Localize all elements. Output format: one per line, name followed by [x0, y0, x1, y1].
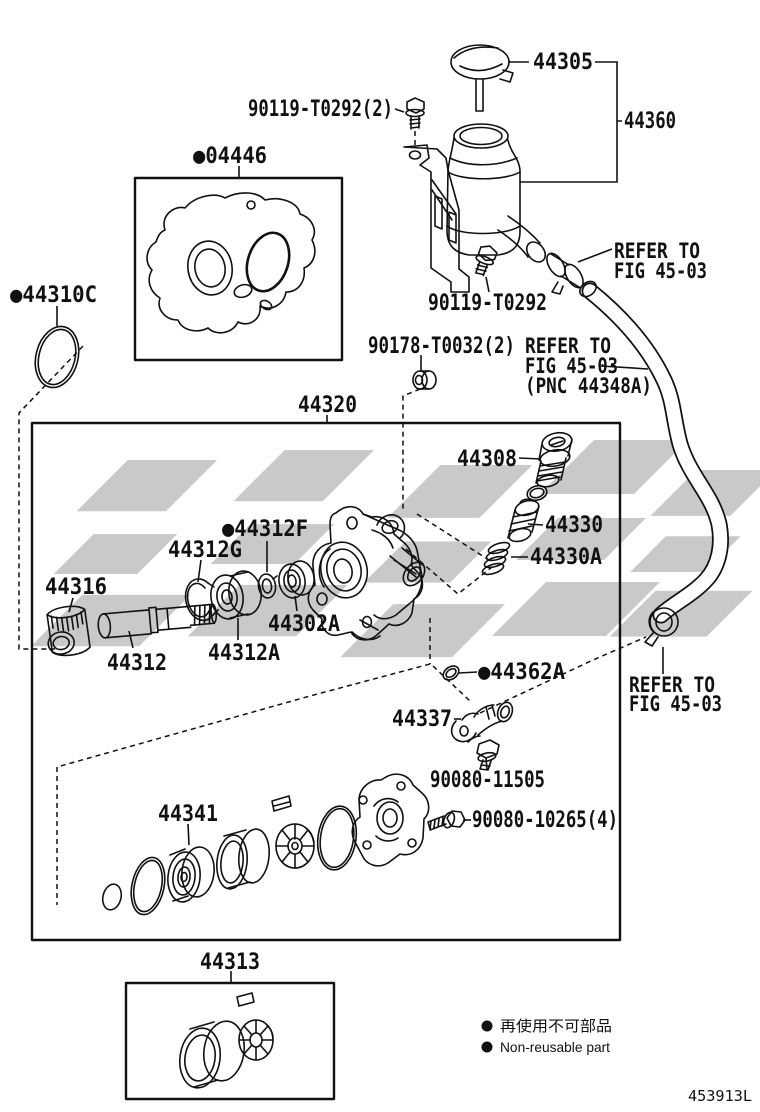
- cam-kit-box: [124, 981, 336, 1101]
- callout-44310C[interactable]: ●44310C: [10, 283, 97, 308]
- pump-assembly-box: [30, 421, 622, 942]
- callout-44313[interactable]: 44313: [200, 950, 260, 975]
- legend-bullet-jp: [481, 1020, 493, 1032]
- note-refer-bottom-line2: FIG 45-03: [629, 692, 722, 716]
- reservoir-bracket-drawing: [403, 144, 470, 293]
- coupling-44316-drawing: [46, 605, 91, 657]
- legend: 再使用不可部品 Non-reusable part: [481, 1017, 612, 1055]
- flow-control-valve-drawing: [526, 431, 573, 502]
- leader-lines: [56, 61, 664, 983]
- reservoir-cap-drawing: [450, 44, 514, 112]
- callout-44312F[interactable]: ●44312F: [222, 517, 308, 542]
- bracket-bolt-lower-drawing: [474, 245, 498, 277]
- cover-bolt-drawing: [427, 810, 466, 831]
- callout-90119-T0292-2[interactable]: 90119-T0292(2): [248, 97, 393, 122]
- oil-seal-drawing: [278, 560, 315, 599]
- note-refer-top-line2: FIG 45-03: [614, 259, 707, 283]
- callout-44316[interactable]: 44316: [45, 575, 107, 600]
- note-refer-mid-line2: FIG 45-03: [525, 354, 618, 378]
- note-refer-top-line1: REFER TO: [614, 239, 700, 263]
- construction-lines: [18, 131, 647, 905]
- hose-clamp-lower-drawing: [644, 607, 679, 647]
- pump-shaft-drawing: [97, 603, 218, 639]
- callout-90080-11505[interactable]: 90080-11505: [430, 768, 545, 793]
- legend-text-jp: 再使用不可部品: [500, 1017, 612, 1035]
- callout-44320[interactable]: 44320: [298, 393, 357, 418]
- callout-90080-10265[interactable]: 90080-10265(4): [472, 808, 618, 833]
- callout-44312[interactable]: 44312: [107, 651, 167, 676]
- suction-union-drawing: [450, 701, 514, 743]
- reservoir-body-drawing: [446, 123, 547, 263]
- callout-44360[interactable]: 44360: [624, 109, 676, 134]
- note-refer-bottom-line1: REFER TO: [629, 673, 715, 697]
- nut-90178-drawing: [412, 370, 437, 390]
- washer-44312F-drawing: [257, 573, 278, 599]
- bracket-bolt-upper-drawing: [405, 97, 425, 130]
- union-bolt-drawing: [476, 739, 500, 771]
- callout-44312A[interactable]: 44312A: [208, 641, 280, 666]
- callout-44341[interactable]: 44341: [158, 802, 218, 827]
- callout-44330[interactable]: 44330: [545, 513, 603, 538]
- legend-text-en: Non-reusable part: [500, 1039, 610, 1055]
- callout-04446[interactable]: ●04446: [193, 144, 267, 169]
- note-refer-mid-pnc: (PNC 44348A): [525, 374, 652, 398]
- gasket-kit-box: [133, 176, 344, 362]
- note-refer-mid-line1: REFER TO: [525, 334, 611, 358]
- callout-44308[interactable]: 44308: [457, 447, 517, 472]
- figure-code: 453913L: [688, 1087, 752, 1105]
- hose-clamp-upper-drawing: [546, 252, 584, 295]
- callout-44312G[interactable]: 44312G: [168, 538, 242, 563]
- gasket-kit-drawing: [146, 192, 316, 334]
- shaft-bearing-drawing: [210, 570, 262, 620]
- valve-plunger-drawing: [507, 498, 540, 543]
- oring-44310C-drawing: [34, 325, 80, 389]
- callout-90178-T0032[interactable]: 90178-T0032(2): [368, 334, 515, 359]
- callout-90119-T0292[interactable]: 90119-T0292: [428, 291, 547, 316]
- return-hose-drawing: [579, 280, 729, 624]
- callout-44362A[interactable]: ●44362A: [478, 660, 565, 685]
- callout-labels: 90119-T0292(2) 44305 44360 ●04446 ●44310…: [10, 50, 722, 975]
- callout-44330A[interactable]: 44330A: [530, 545, 602, 570]
- cam-kit-drawing: [178, 992, 274, 1089]
- pump-body-drawing: [307, 505, 426, 641]
- callout-44305[interactable]: 44305: [533, 50, 593, 75]
- rear-parts-row-drawing: [101, 773, 430, 916]
- callout-44337[interactable]: 44337: [392, 707, 452, 732]
- oring-44362A-drawing: [442, 665, 460, 681]
- callout-44302A[interactable]: 44302A: [268, 612, 340, 637]
- legend-bullet-en: [481, 1041, 493, 1053]
